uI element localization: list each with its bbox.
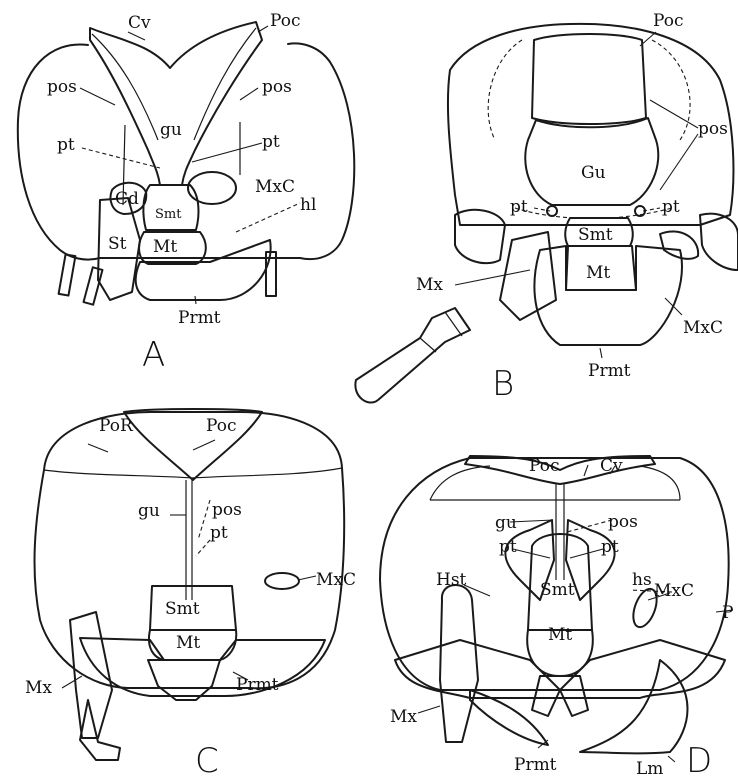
panel-d-label-mx: Mx [390, 707, 417, 727]
panel-a-label-mxc: MxC [255, 177, 295, 197]
panel-d-head-outline [380, 458, 729, 690]
panel-a-label-hl: hl [300, 195, 316, 215]
panel-b-label-pt-right: pt [662, 197, 680, 217]
panel-b-label-pt-left: pt [510, 197, 528, 217]
panel-b-label-gu: Gu [581, 163, 606, 183]
panel-d-label-mt: Mt [548, 625, 572, 645]
panel-c-label-pos: pos [212, 500, 242, 520]
panel-c-postoccipital-ridge [124, 409, 262, 480]
panel-b-postocciput [532, 34, 646, 124]
panel-d-label-pt-left: pt [499, 537, 517, 557]
panel-c-label-mx: Mx [25, 678, 52, 698]
panel-a-label-mt: Mt [153, 237, 177, 257]
panel-d-label-hst: Hst [436, 570, 467, 590]
panel-c-maxilla [70, 612, 112, 738]
panel-c-label-gu: gu [138, 501, 160, 521]
panel-a-label-st: St [108, 234, 127, 254]
panel-c-label-prmt: Prmt [236, 675, 279, 695]
panel-a-maxillary-cavity [188, 172, 236, 204]
panel-a-label-prmt: Prmt [178, 308, 221, 328]
panel-c-label-poc: Poc [206, 416, 237, 436]
panel-d-label-p: P [722, 603, 733, 623]
panel-b-label-poc: Poc [653, 11, 684, 31]
panel-d-label-smt: Smt [540, 580, 575, 600]
panel-d-labial-palps [532, 676, 588, 716]
panel-a-palp-left-1 [59, 254, 76, 295]
panel-d-label-cv: Cv [600, 456, 623, 476]
panel-c-label-por: PoR [99, 416, 134, 436]
panel-c-label-smt: Smt [165, 599, 200, 619]
panel-c: PoR Poc gu pos pt MxC Smt Mt Mx Prmt C [25, 409, 356, 779]
panel-a-label-smt: Smt [155, 207, 182, 222]
panel-b-letter: B [492, 364, 514, 404]
panel-a-label-gu: gu [160, 120, 182, 140]
panel-b-maxillary-cavity [660, 231, 698, 258]
panel-d-label-prmt: Prmt [514, 755, 557, 775]
panel-b-label-prmt: Prmt [588, 361, 631, 381]
panel-a-gula [90, 22, 262, 185]
panel-b-label-mxc: MxC [683, 318, 723, 338]
panel-b-label-smt: Smt [578, 225, 613, 245]
panel-d-label-pt-right: pt [601, 537, 619, 557]
panel-b-label-mt: Mt [586, 263, 610, 283]
panel-b-gula [525, 118, 658, 205]
panel-a-palp-left-2 [84, 267, 103, 304]
panel-d-mandible-right [580, 660, 688, 753]
panel-d-label-poc: Poc [529, 456, 560, 476]
panel-b-label-pos: pos [698, 119, 728, 139]
panel-d-cervical-sclerite [465, 456, 655, 484]
panel-a-label-pt-left: pt [57, 135, 75, 155]
panel-d-letter: D [686, 741, 712, 779]
panel-b-label-mx: Mx [416, 275, 443, 295]
panel-b: Poc pos Gu pt pt Smt Mx Mt MxC Prmt B [355, 11, 738, 404]
panel-a-letter: A [142, 335, 165, 375]
panel-c-maxillary-cavity [265, 573, 299, 589]
panel-b-maxilla [500, 232, 556, 320]
panel-a-label-pos-left: pos [47, 77, 77, 97]
panel-d-maxilla [440, 585, 478, 742]
panel-d-label-gu: gu [495, 513, 517, 533]
panel-d: Poc Cv gu pos pt pt Hst hs Smt MxC P Mt … [380, 456, 733, 779]
panel-a-label-cd: Cd [115, 189, 139, 209]
panel-a: Cv Poc pos pos gu pt pt Cd MxC hl Smt St… [18, 11, 354, 375]
panel-c-labial-palp [148, 660, 220, 700]
panel-c-label-pt: pt [210, 523, 228, 543]
panel-d-label-hs: hs [632, 570, 652, 590]
panel-b-prementum [534, 246, 681, 345]
panel-d-label-mxc: MxC [654, 581, 694, 601]
panel-c-label-mt: Mt [176, 633, 200, 653]
panel-b-eye-left [455, 210, 505, 263]
panel-d-label-pos: pos [608, 512, 638, 532]
panel-a-label-pos-right: pos [262, 77, 292, 97]
panel-d-label-lm: Lm [636, 759, 663, 779]
panel-a-label-poc: Poc [270, 11, 301, 31]
panel-c-letter: C [195, 741, 219, 779]
panel-a-label-cv: Cv [128, 13, 151, 33]
panel-c-label-mxc: MxC [316, 570, 356, 590]
panel-a-label-pt-right: pt [262, 132, 280, 152]
